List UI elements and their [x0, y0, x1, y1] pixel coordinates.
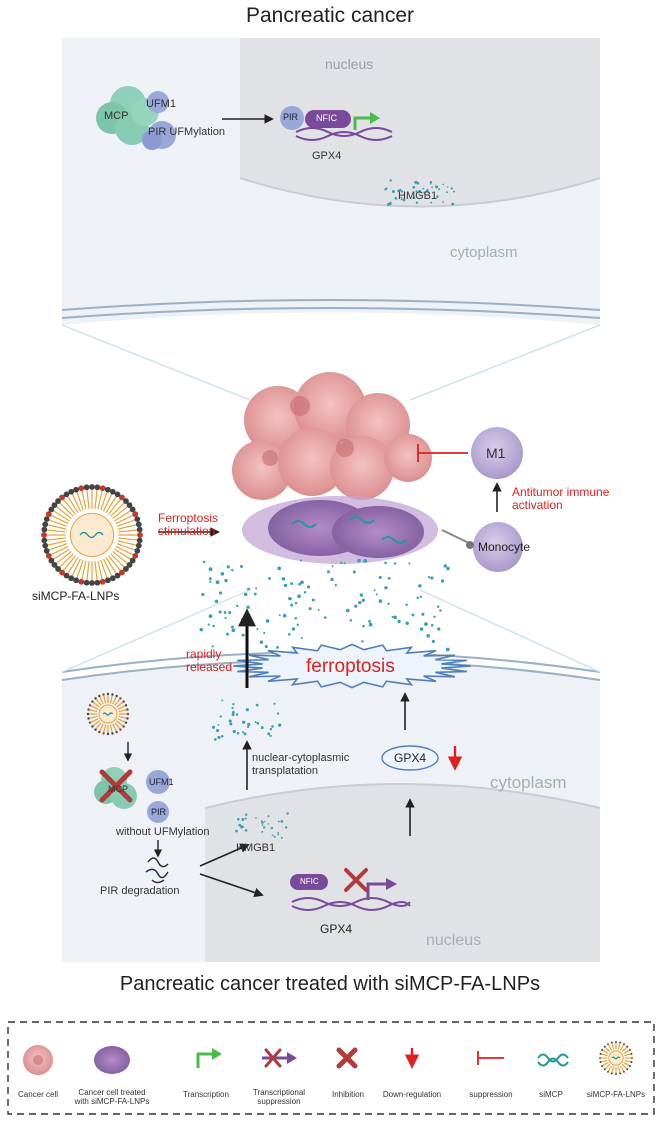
- mcp-label: MCP: [104, 110, 129, 122]
- bottom-title: Pancreatic cancer treated with siMCP-FA-…: [119, 973, 541, 995]
- ferroptosis-stimulation-label: Ferroptosis stimulation: [158, 511, 219, 538]
- top-panel: [61, 38, 601, 401]
- lnp-label: siMCP-FA-LNPs: [32, 589, 120, 603]
- monocyte-icon: [473, 522, 523, 572]
- ferroptosis-label: ferroptosis: [306, 656, 395, 677]
- lnp-particle-icon: [41, 484, 143, 586]
- mcp-complex-icon: [96, 86, 176, 150]
- mcp-bottom-label: MCP: [108, 784, 128, 794]
- nfic-bottom-label: NFIC: [300, 877, 319, 886]
- without-ufmylation-label: without UFMylation: [116, 826, 210, 838]
- transcriptional-suppression-icon: [344, 868, 368, 892]
- legend-box: [7, 1021, 655, 1115]
- pir-ufmylation-label: PIR UFMylation: [148, 126, 226, 138]
- top-nucleus-label: nucleus: [325, 56, 374, 72]
- ferroptosis-burst-icon: [233, 643, 471, 689]
- top-cytoplasm-label: cytoplasm: [450, 244, 518, 261]
- pir-icon: [280, 106, 304, 130]
- legend-inhibition-icon: [336, 1047, 358, 1069]
- monocyte-label: Monocyte: [478, 540, 531, 554]
- hmgb1-dots-cytoplasm: [211, 699, 282, 741]
- nfic-label: NFIC: [316, 113, 337, 123]
- top-title: Pancreatic cancer: [245, 4, 415, 27]
- rapidly-released-label: rapidly released: [186, 647, 233, 674]
- pir-label: PIR: [283, 112, 299, 122]
- transcription-arrow-icon: [353, 116, 372, 130]
- bottom-panel: [61, 589, 601, 962]
- legend-label-transcriptional-suppression: Transcriptional suppression: [252, 1088, 306, 1106]
- hmgb1-top-label: HMGB1: [398, 190, 438, 202]
- treated-cell-cluster-icon: [242, 496, 438, 564]
- antitumor-label: Antitumor immune activation: [512, 485, 610, 512]
- hmgb1-dots-bottom: [235, 812, 289, 839]
- released-hmgb1-dots: [199, 558, 450, 652]
- legend-label-cancer-cell: Cancer cell: [17, 1090, 58, 1099]
- bottom-nucleus-region: [205, 784, 600, 962]
- hmgb1-dots-top: [384, 179, 455, 206]
- top-nucleus-region: [240, 38, 600, 207]
- gpx4-bottom-label: GPX4: [320, 922, 353, 936]
- gpx4-top-label: GPX4: [312, 150, 342, 162]
- m1-label: M1: [486, 445, 506, 461]
- bottom-cytoplasm-label: cytoplasm: [490, 773, 567, 792]
- cancer-cell-cluster-icon: [232, 372, 432, 500]
- legend-icons: [23, 1041, 633, 1075]
- top-membrane: [61, 299, 601, 311]
- legend-label-transcription: Transcription: [183, 1090, 229, 1099]
- ufm1-icon: [146, 770, 170, 794]
- legend-treated-cell-icon: [94, 1046, 130, 1074]
- legend-label-down-regulation: Down-regulation: [382, 1090, 442, 1099]
- ufm1-bottom-label: UFM1: [149, 777, 174, 787]
- legend-label-inhibition: Inhibition: [331, 1090, 365, 1099]
- bottom-nucleus-label: nucleus: [426, 932, 482, 949]
- mcp-inhibited-icon: [94, 767, 137, 809]
- legend-transcription-icon: [196, 1052, 214, 1068]
- hmgb1-bottom-label: HMGB1: [236, 842, 276, 854]
- legend-label-treated-cell: Cancer cell treated with siMCP-FA-LNPs: [74, 1088, 150, 1106]
- lnp-small-icon: [86, 692, 130, 736]
- ufm1-label: UFM1: [146, 98, 176, 110]
- gpx4-oval: [381, 745, 439, 771]
- gpx4-down-label: GPX4: [394, 751, 427, 765]
- pir-degradation-label: PIR degradation: [100, 885, 180, 897]
- legend-label-suppression: suppression: [469, 1090, 513, 1099]
- nuclear-cytoplasmic-label: nuclear-cytoplasmic transplatation: [252, 752, 350, 777]
- m1-macrophage-icon: [471, 427, 523, 479]
- legend-lnp-icon: [599, 1041, 633, 1075]
- legend-simcp-icon: [537, 1053, 569, 1063]
- nfic-icon: [305, 110, 351, 128]
- pir-bottom-icon: [147, 801, 169, 823]
- nfic-bottom-icon: [290, 874, 328, 890]
- pir-bottom-label: PIR: [151, 807, 167, 817]
- pir-degradation-icon: [145, 857, 169, 884]
- legend-label-simcp: siMCP: [539, 1090, 563, 1099]
- legend-label-lnp: siMCP-FA-LNPs: [586, 1090, 646, 1099]
